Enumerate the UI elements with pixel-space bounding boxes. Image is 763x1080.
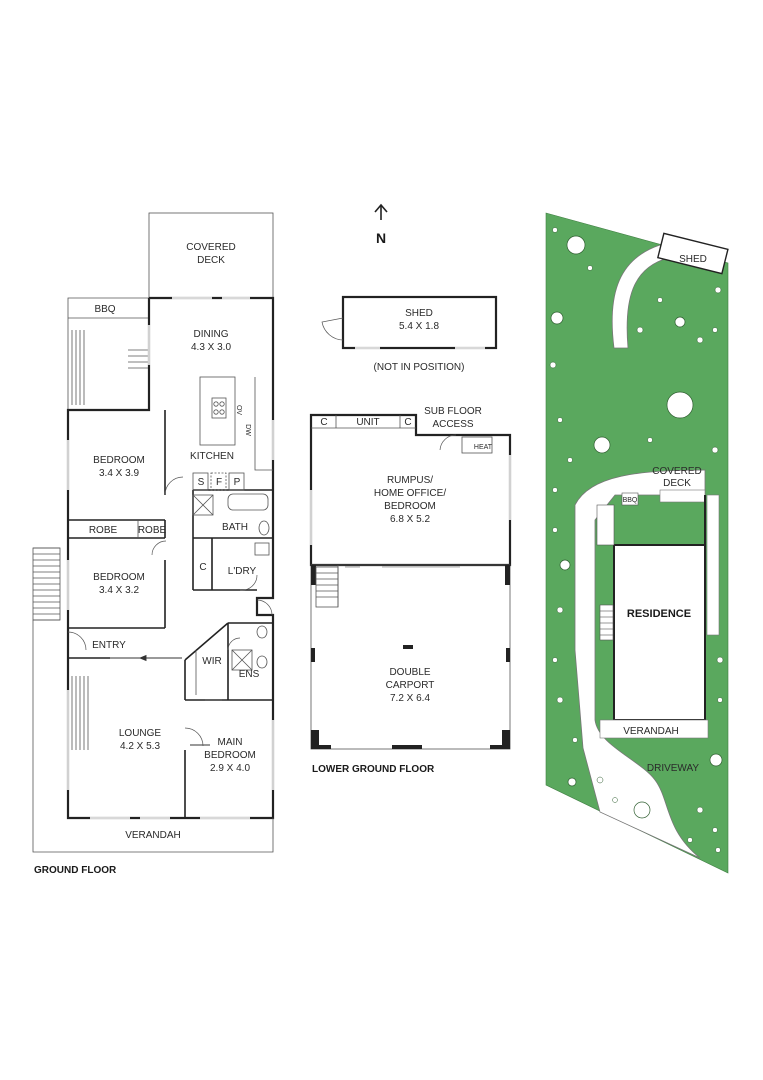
main-bedroom-dims: 2.9 X 4.0 — [210, 763, 250, 774]
site-shed-label: SHED — [679, 254, 707, 265]
heat-label: HEAT — [474, 444, 493, 451]
rumpus-dims: 6.8 X 5.2 — [390, 514, 430, 525]
main-bedroom-label-2: BEDROOM — [204, 750, 256, 761]
dining-label: DINING — [194, 329, 229, 340]
wir-label: WIR — [202, 656, 221, 667]
shed-label: SHED — [405, 308, 433, 319]
oven-label: OV — [235, 405, 242, 415]
rumpus-label-2: HOME OFFICE/ — [374, 488, 446, 499]
p-label: P — [234, 477, 241, 488]
dining-dims: 4.3 X 3.0 — [191, 342, 231, 353]
lounge-label: LOUNGE — [119, 728, 162, 739]
ground-floor-plan — [32, 212, 275, 853]
north-label: N — [376, 230, 386, 246]
cupboard-1-label: C — [320, 417, 327, 428]
ground-floor-title: GROUND FLOOR — [34, 865, 117, 876]
bedroom-1-dims: 3.4 X 3.9 — [99, 468, 139, 479]
residence-label: RESIDENCE — [627, 608, 691, 620]
site-covered-deck-label-2: DECK — [663, 478, 691, 489]
bedroom-1-label: BEDROOM — [93, 455, 145, 466]
bedroom-2-dims: 3.4 X 3.2 — [99, 585, 139, 596]
bbq-label: BBQ — [94, 304, 115, 315]
ensuite-label: ENS — [239, 669, 260, 680]
verandah-label: VERANDAH — [125, 830, 181, 841]
cupboard-label: C — [199, 562, 206, 573]
driveway-label: DRIVEWAY — [647, 763, 700, 774]
site-verandah-label: VERANDAH — [623, 726, 679, 737]
carport-label: DOUBLE — [389, 667, 430, 678]
rumpus-label-3: BEDROOM — [384, 501, 436, 512]
lounge-dims: 4.2 X 5.3 — [120, 741, 160, 752]
shed-dims: 5.4 X 1.8 — [399, 321, 439, 332]
bedroom-2-label: BEDROOM — [93, 572, 145, 583]
f-label: F — [216, 477, 222, 488]
north-arrow-icon — [374, 203, 388, 220]
shed-note: (NOT IN POSITION) — [374, 362, 465, 373]
main-bedroom-label: MAIN — [218, 737, 243, 748]
covered-deck-label: COVERED — [186, 242, 235, 253]
sub-floor-label: SUB FLOOR — [424, 406, 482, 417]
site-covered-deck-label: COVERED — [652, 466, 701, 477]
sub-floor-label-2: ACCESS — [432, 419, 473, 430]
robe-2-label: ROBE — [138, 525, 167, 536]
laundry-label: L'DRY — [228, 566, 257, 577]
unit-label: UNIT — [356, 417, 379, 428]
carport-dims: 7.2 X 6.4 — [390, 693, 430, 704]
dishwasher-label: DW — [244, 424, 251, 436]
bath-label: BATH — [222, 522, 248, 533]
site-plan — [545, 212, 729, 874]
kitchen-label: KITCHEN — [190, 451, 234, 462]
covered-deck-label-2: DECK — [197, 255, 225, 266]
cupboard-2-label: C — [404, 417, 411, 428]
lower-ground-floor-title: LOWER GROUND FLOOR — [312, 764, 435, 775]
rumpus-label: RUMPUS/ — [387, 475, 433, 486]
robe-1-label: ROBE — [89, 525, 118, 536]
s-label: S — [198, 477, 205, 488]
site-bbq-label: BBQ — [623, 497, 638, 504]
entry-label: ENTRY — [92, 640, 126, 651]
shed-plan — [321, 295, 498, 350]
lower-ground-floor-plan — [309, 413, 512, 750]
carport-label-2: CARPORT — [386, 680, 435, 691]
